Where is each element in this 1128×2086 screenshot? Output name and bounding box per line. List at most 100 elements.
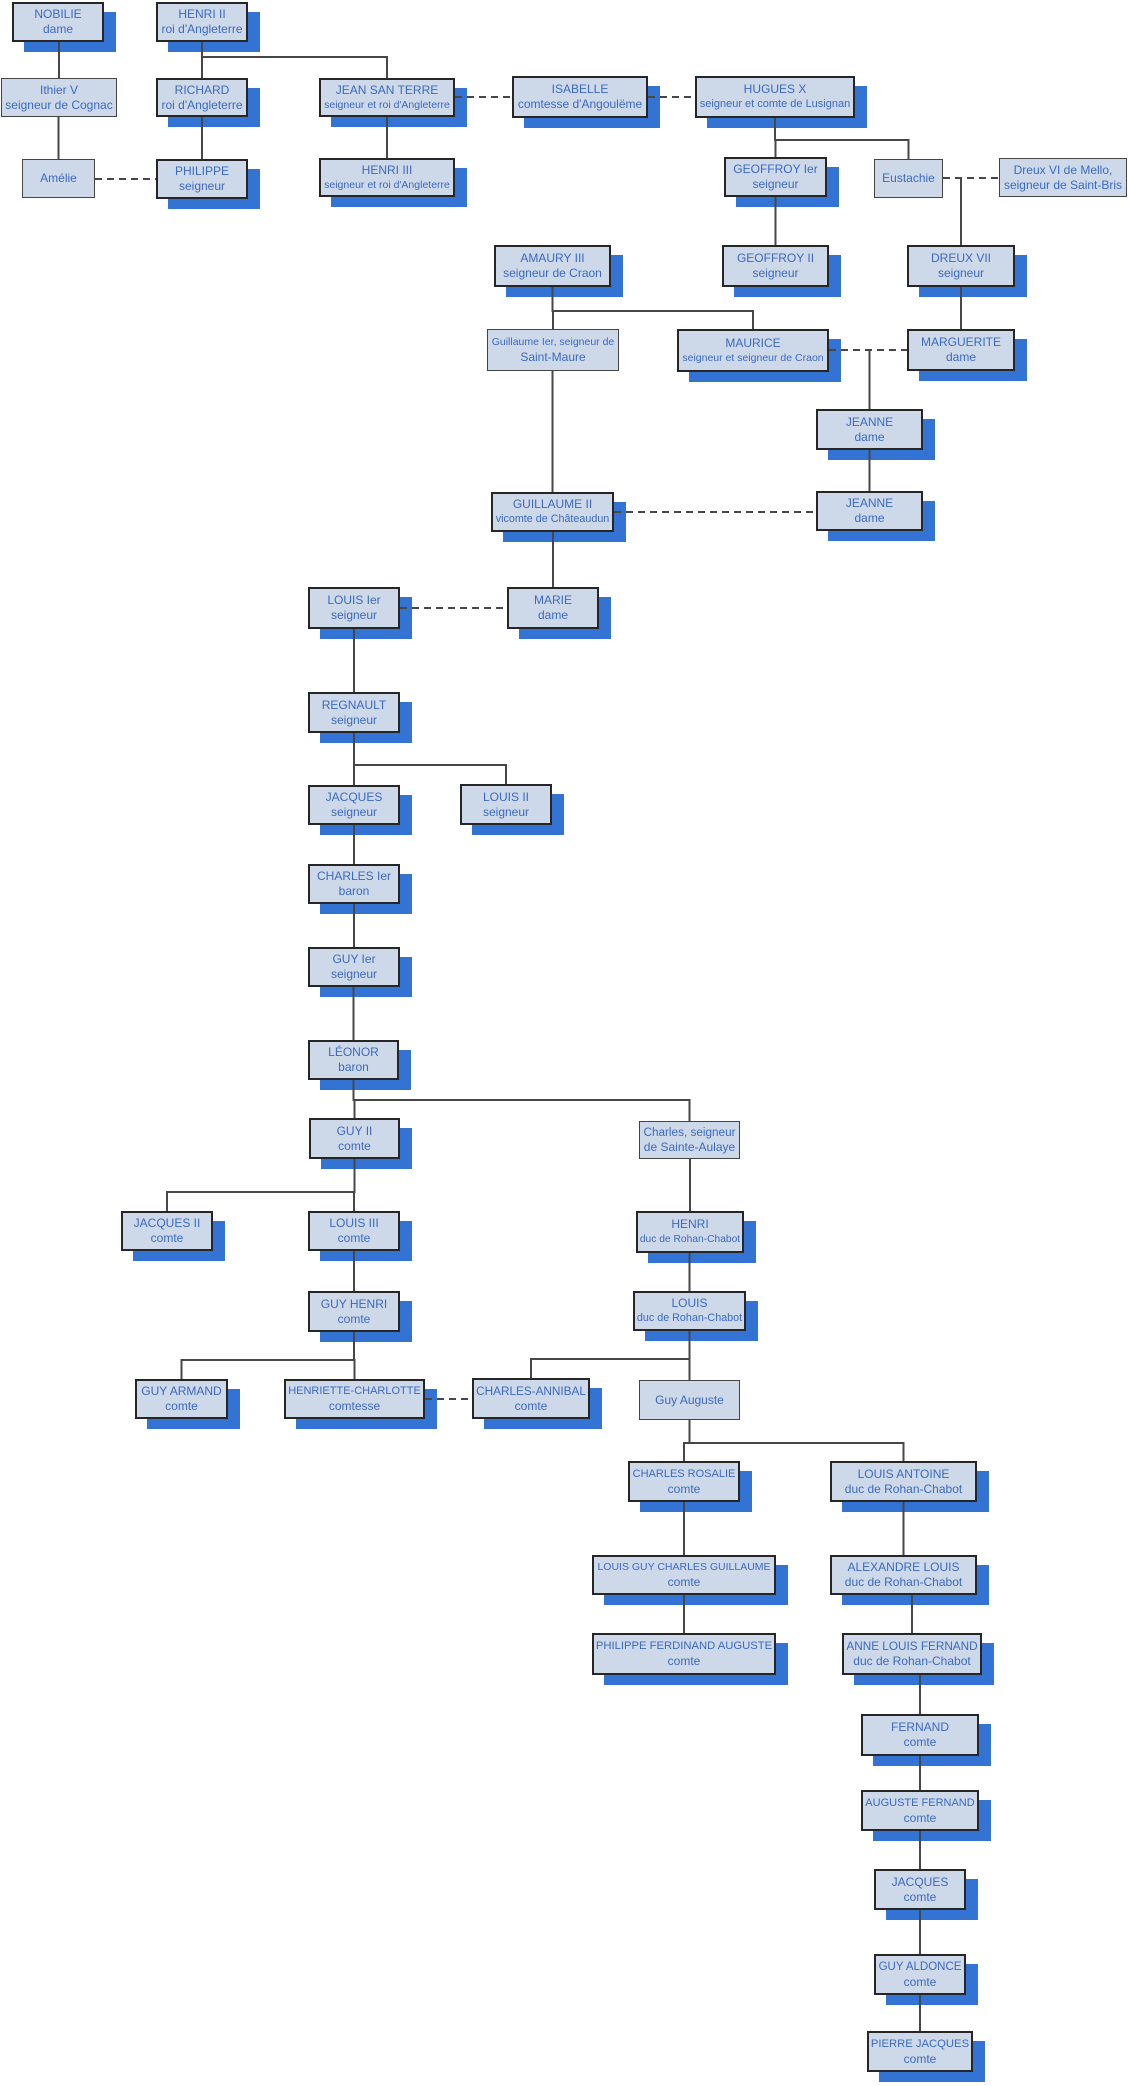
person-name: CHARLES Ier (316, 869, 392, 883)
person-name: REGNAULT (321, 697, 387, 712)
person-name: AUGUSTE FERNAND (865, 1796, 975, 1809)
person-name: ANNE LOUIS FERNAND (846, 1640, 978, 1653)
person-title: baron (338, 884, 370, 898)
edge-parent-child-amaury-iii-maurice (551, 287, 754, 329)
person-title: duc de Rohan-Chabot (853, 1654, 971, 1668)
person-title: comte (903, 1974, 937, 1989)
person-title: vicomte de Châteaudun (495, 513, 610, 525)
person-eustachie[interactable]: Eustachie (874, 159, 943, 198)
person-name: Ithier V (39, 82, 78, 97)
person-dreux-vi[interactable]: Dreux VI de Mello,seigneur de Saint-Bris (999, 158, 1127, 197)
edge-parent-child-hugues-x-eustachie (774, 118, 910, 159)
edge-parent-child-guy-auguste-louis-antoine (688, 1420, 905, 1461)
person-title: roi d'Angleterre (161, 97, 243, 112)
person-title: duc de Rohan-Chabot (636, 1312, 743, 1324)
person-title: dame (537, 608, 569, 622)
person-name: MAURICE (725, 335, 781, 350)
person-title: comte (667, 1481, 701, 1496)
edge-parent-child-guy-ii-jacques-ii (166, 1159, 356, 1211)
person-name: RICHARD (174, 82, 230, 97)
edge-parent-child-leonor-guy-ii (352, 1080, 356, 1118)
person-title: seigneur de Cognac (5, 97, 113, 112)
person-title: comte (903, 1735, 937, 1749)
person-name: NOBILIE (34, 7, 82, 21)
person-name: PIERRE JACQUES (870, 2037, 970, 2050)
person-name: Dreux VI de Mello, (1013, 162, 1113, 177)
person-name: GEOFFROY II (736, 251, 815, 265)
person-name: GUY Ier (332, 952, 376, 966)
person-name: FERNAND (890, 1720, 949, 1734)
person-title: comte (903, 2051, 937, 2066)
person-name: GUY HENRI (320, 1296, 388, 1311)
person-name: GUY II (336, 1123, 373, 1138)
person-name: DREUX VII (930, 251, 991, 265)
person-title: de Sainte-Aulaye (643, 1140, 736, 1154)
person-name: ALEXANDRE LOUIS (847, 1560, 960, 1574)
edge-parent-child-guy-henri-guy-armand (180, 1332, 355, 1379)
person-amelie[interactable]: Amélie (22, 159, 95, 198)
person-guy-auguste[interactable]: Guy Auguste (639, 1380, 740, 1420)
person-title: dame (854, 511, 885, 525)
person-title: comte (337, 1231, 371, 1245)
edge-parent-child-guy-henri-henriette-charlotte (353, 1332, 356, 1379)
person-name: JEANNE (845, 414, 894, 429)
person-name: GEOFFROY Ier (733, 162, 818, 176)
person-name: LOUIS ANTOINE (857, 1466, 950, 1481)
person-title: seigneur (330, 805, 378, 819)
person-name: JEAN SAN TERRE (335, 82, 439, 97)
person-title: duc de Rohan-Chabot (639, 1234, 741, 1245)
person-name: Charles, seigneur (643, 1126, 736, 1139)
person-name: GUY ARMAND (141, 1384, 222, 1398)
person-title: roi d'Angleterre (161, 22, 243, 36)
person-title: comte (903, 1889, 937, 1904)
